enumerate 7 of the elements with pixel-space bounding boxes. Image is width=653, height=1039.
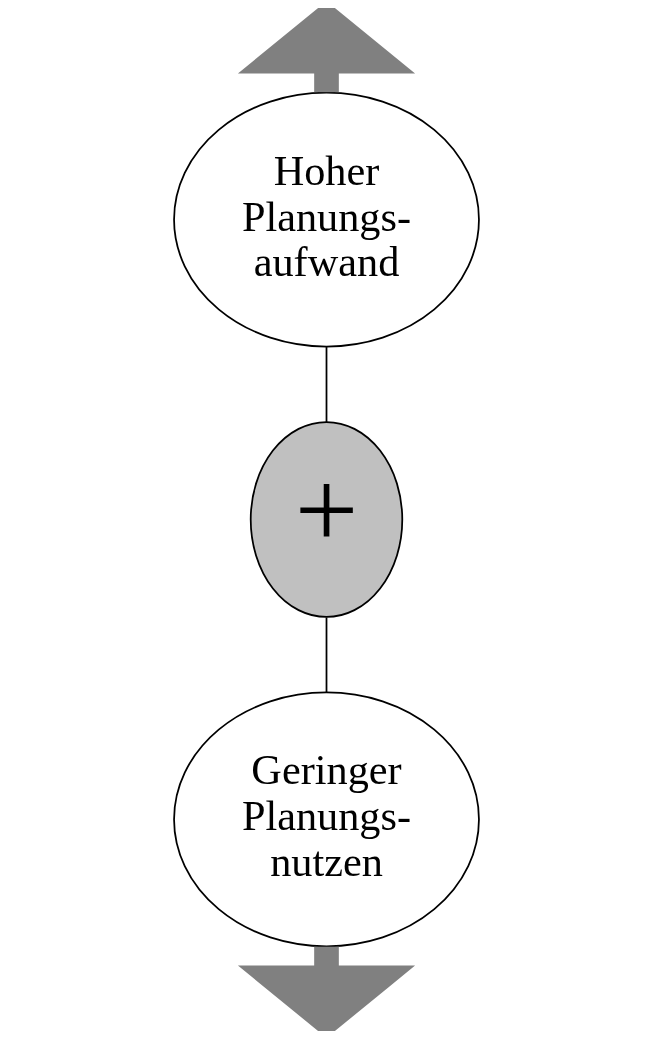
node-ellipse: +: [249, 421, 404, 618]
arrow: [237, 8, 416, 93]
node-ellipse: Hoher Planungs- aufwand: [173, 91, 480, 348]
connector: [325, 346, 328, 423]
arrow: [237, 946, 416, 1031]
connector: [325, 616, 328, 694]
node-ellipse: Geringer Planungs- nutzen: [173, 691, 480, 948]
